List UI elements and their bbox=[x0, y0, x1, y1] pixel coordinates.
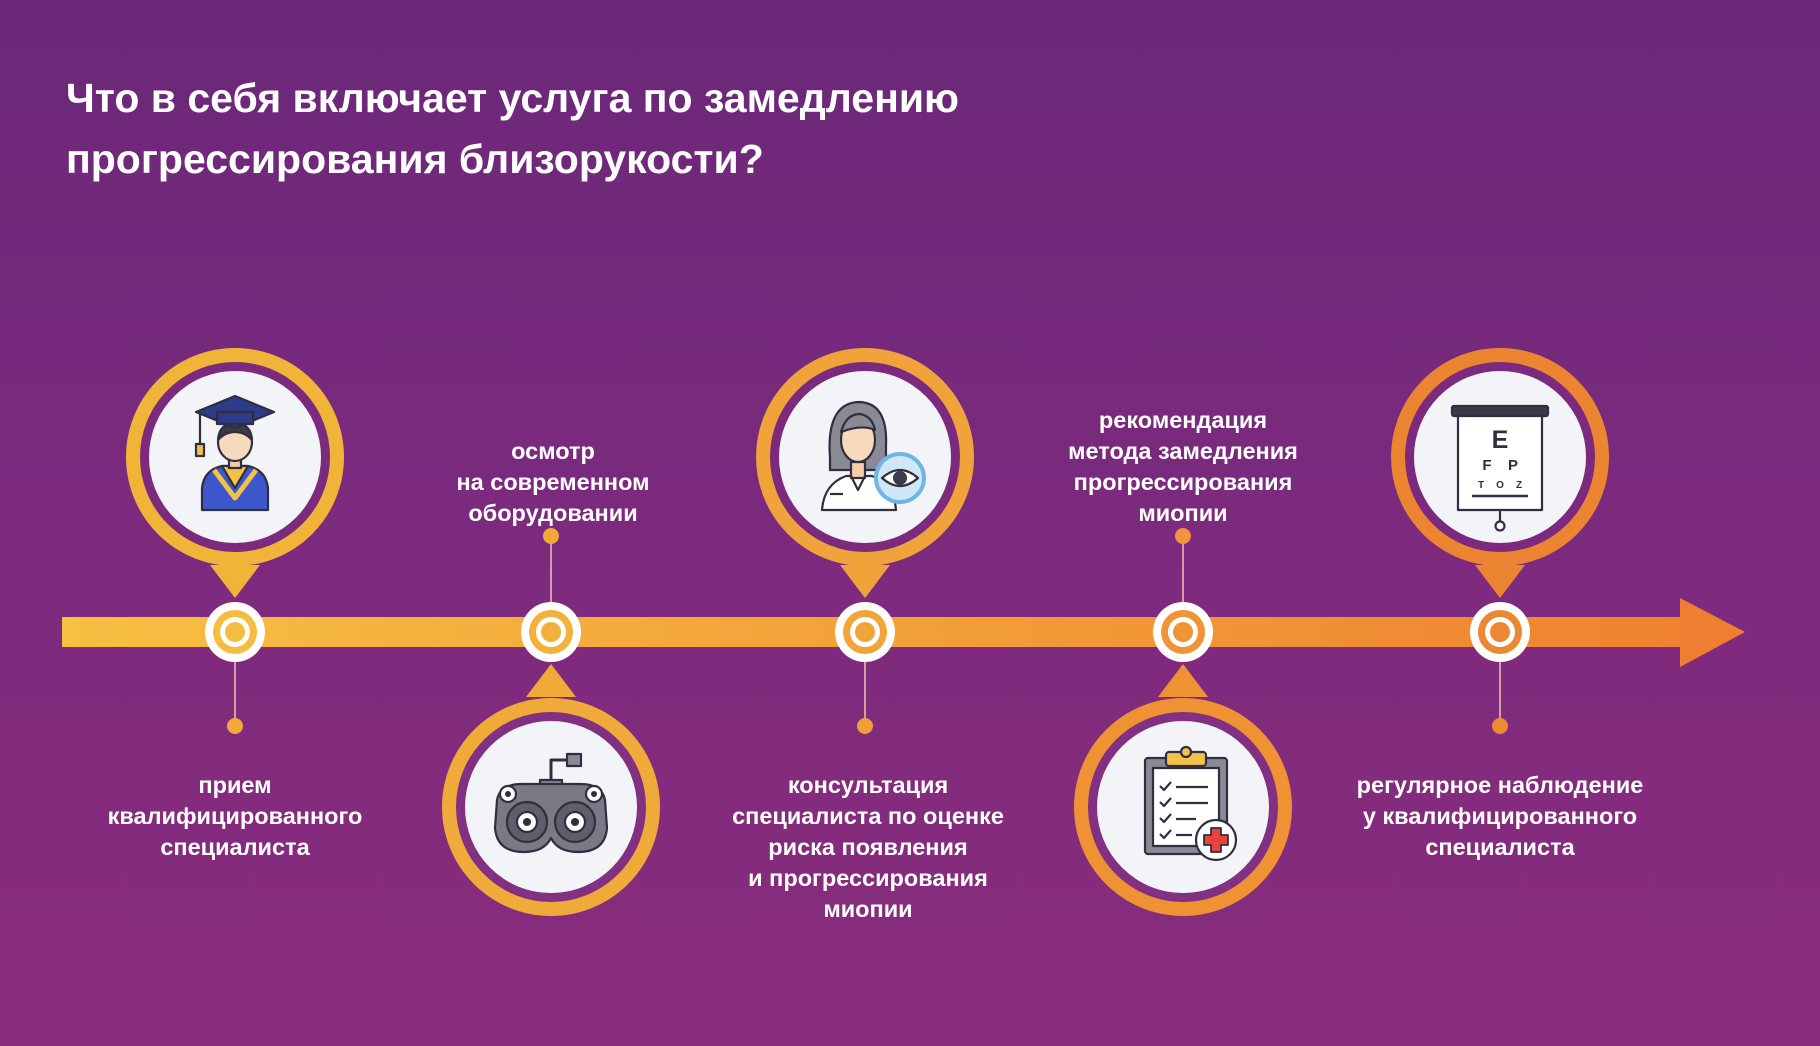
step-5-label-line: у квалифицированного bbox=[1362, 803, 1638, 829]
step-2-label: осмотр на современном оборудовании bbox=[456, 436, 649, 529]
arrow-head bbox=[1680, 598, 1745, 667]
chart-letter-o: O bbox=[1496, 480, 1504, 491]
page-title: Что в себя включает услуга по замедлению… bbox=[66, 68, 1266, 190]
step-5-label: регулярное наблюдение у квалифицированно… bbox=[1357, 770, 1644, 863]
timeline-node-3 bbox=[835, 602, 895, 662]
step-1-end-dot bbox=[227, 718, 243, 734]
step-4-label-line: прогрессирования bbox=[1073, 469, 1293, 495]
step-2-pointer bbox=[526, 664, 576, 697]
step-5-end-dot bbox=[1492, 718, 1508, 734]
step-2-label-line: на современном bbox=[456, 469, 650, 495]
step-4-end-dot bbox=[1175, 528, 1191, 544]
step-1 bbox=[126, 348, 344, 734]
step-4-label-line: рекомендация bbox=[1098, 407, 1268, 433]
step-1-label-line: специалиста bbox=[160, 834, 310, 860]
timeline-node-5 bbox=[1470, 602, 1530, 662]
doctor-eye-icon bbox=[820, 400, 926, 512]
step-1-label: прием квалифицированного специалиста bbox=[108, 770, 363, 863]
step-3-pointer bbox=[840, 565, 890, 598]
title-line-2: прогрессирования близорукости? bbox=[66, 136, 764, 182]
step-2-label-line: оборудовании bbox=[468, 500, 638, 526]
step-1-pointer bbox=[210, 565, 260, 598]
step-1-label-line: прием bbox=[198, 772, 272, 798]
title-line-1: Что в себя включает услуга по замедлению bbox=[66, 75, 960, 121]
chart-letter-e: E bbox=[1492, 426, 1509, 454]
step-4-label-line: миопии bbox=[1138, 500, 1228, 526]
step-2-end-dot bbox=[543, 528, 559, 544]
graduate-icon bbox=[194, 394, 276, 512]
chart-letter-f: F bbox=[1482, 457, 1491, 474]
timeline-node-2 bbox=[521, 602, 581, 662]
step-5-label-line: специалиста bbox=[1425, 834, 1575, 860]
step-2-label-line: осмотр bbox=[511, 438, 595, 464]
step-5-label-line: регулярное наблюдение bbox=[1356, 772, 1644, 798]
step-3-label-line: и прогрессирования bbox=[748, 865, 988, 891]
step-3-label: консультация специалиста по оценке риска… bbox=[732, 770, 1004, 925]
step-1-label-line: квалифицированного bbox=[107, 803, 363, 829]
step-3 bbox=[756, 348, 974, 734]
step-3-label-line: консультация bbox=[787, 772, 949, 798]
chart-letter-t: T bbox=[1478, 480, 1484, 491]
timeline-node-1 bbox=[205, 602, 265, 662]
step-4-label: рекомендация метода замедления прогресси… bbox=[1068, 405, 1298, 529]
step-4 bbox=[1074, 528, 1292, 916]
step-5: E F P T O Z bbox=[1391, 348, 1609, 734]
step-3-label-line: миопии bbox=[823, 896, 913, 922]
step-5-pointer bbox=[1475, 565, 1525, 598]
step-3-label-line: специалиста по оценке bbox=[732, 803, 1004, 829]
eye-chart-icon: E F P T O Z bbox=[1450, 404, 1550, 532]
chart-letter-z: Z bbox=[1516, 480, 1522, 491]
clipboard-medical-icon bbox=[1143, 745, 1238, 862]
phoropter-icon bbox=[493, 752, 609, 854]
step-4-label-line: метода замедления bbox=[1068, 438, 1298, 464]
step-2 bbox=[442, 528, 660, 916]
step-3-end-dot bbox=[857, 718, 873, 734]
step-3-label-line: риска появления bbox=[768, 834, 968, 860]
timeline-node-4 bbox=[1153, 602, 1213, 662]
chart-letter-p: P bbox=[1508, 457, 1518, 474]
step-4-pointer bbox=[1158, 664, 1208, 697]
